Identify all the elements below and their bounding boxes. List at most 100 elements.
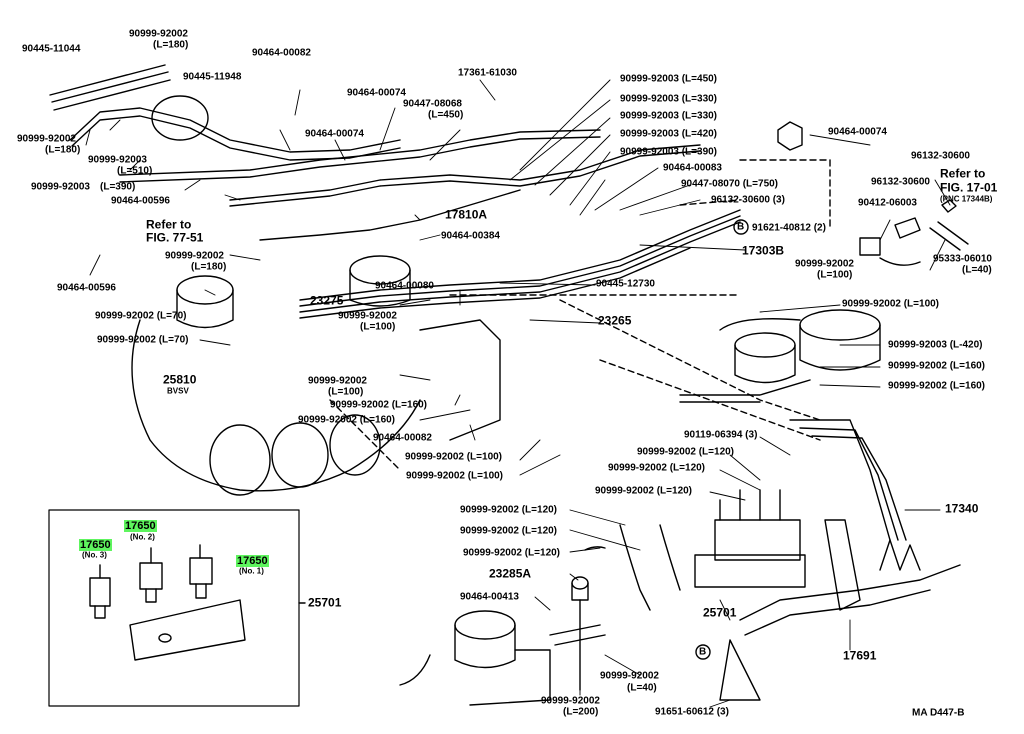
part-90464-00074-a[interactable]: 90464-00074 — [347, 87, 406, 99]
part-90999-92002-l120-e[interactable]: 90999-92002 (L=120) — [460, 525, 558, 537]
part-90999-92002-l100-a[interactable]: 90999-92002 — [795, 258, 854, 270]
part-90447-08068[interactable]: 90447-08068 — [403, 98, 462, 110]
part-90999-92002-l180-b[interactable]: 90999-92002 — [17, 133, 76, 145]
dashed-routing — [329, 159, 831, 471]
part-90464-00082-b[interactable]: 90464-00082 — [373, 432, 432, 444]
part-23265[interactable]: 23265 — [598, 313, 632, 328]
part-90999-92002-l160-c[interactable]: 90999-92002 (L=160) — [330, 399, 428, 411]
part-90999-92002-l180-a[interactable]: 90999-92002 — [129, 28, 188, 40]
part-90999-92002-l120-d[interactable]: 90999-92002 (L=120) — [460, 504, 558, 516]
part-90464-00080[interactable]: 90464-00080 — [375, 280, 434, 292]
part-90999-92002-l70-a[interactable]: 90999-92002 (L=70) — [95, 310, 187, 322]
qty-l450-a: (L=450) — [428, 109, 464, 121]
part-90999-92002-l160-a[interactable]: 90999-92002 (L=160) — [888, 360, 986, 372]
part-25810[interactable]: 25810 — [163, 372, 197, 387]
engine-outline — [131, 255, 501, 496]
part-90999-92002-l160-d[interactable]: 90999-92002 (L=160) — [298, 414, 396, 426]
part-91651-60612[interactable]: 91651-60612 (3) — [655, 706, 729, 718]
part-90464-00413[interactable]: 90464-00413 — [460, 591, 519, 603]
part-90999-92002-l160-b[interactable]: 90999-92002 (L=160) — [888, 380, 986, 392]
part-90412-06003[interactable]: 90412-06003 — [858, 197, 917, 209]
refer-to-fig-77-51-line2[interactable]: FIG. 77-51 — [146, 230, 204, 245]
part-25701-a[interactable]: 25701 — [308, 595, 342, 610]
part-90445-11948[interactable]: 90445-11948 — [183, 71, 242, 83]
part-90119-06394[interactable]: 90119-06394 (3) — [684, 429, 758, 441]
part-90464-00384[interactable]: 90464-00384 — [441, 230, 500, 242]
part-90999-92002-l200[interactable]: 90999-92002 — [541, 695, 600, 707]
qty-l180-c: (L=180) — [191, 261, 227, 273]
vacuum-lines-center — [229, 144, 741, 319]
pnc-17344b: (PNC 17344B) — [940, 194, 993, 204]
part-90999-92002-l100-b[interactable]: 90999-92002 — [338, 310, 397, 322]
part-95333-06010[interactable]: 95333-06010 — [933, 253, 992, 265]
part-90999-92002-l40[interactable]: 90999-92002 — [600, 670, 659, 682]
part-90464-00596-b[interactable]: 90464-00596 — [57, 282, 116, 294]
inset-frame — [48, 509, 300, 707]
leader-lines — [85, 79, 951, 708]
part-90999-92002-l100-c[interactable]: 90999-92002 (L=100) — [842, 298, 940, 310]
part-90999-92003-l390-a[interactable]: 90999-92003 — [31, 181, 90, 193]
part-91621-40812[interactable]: 91621-40812 (2) — [752, 222, 826, 234]
part-90445-11044[interactable]: 90445-11044 — [22, 43, 81, 55]
part-90999-92003-l390[interactable]: 90999-92003 (L=390) — [620, 146, 718, 158]
part-23285a[interactable]: 23285A — [489, 566, 532, 581]
part-90464-00596-a[interactable]: 90464-00596 — [111, 195, 170, 207]
part-17691[interactable]: 17691 — [843, 648, 877, 663]
part-17340[interactable]: 17340 — [945, 501, 979, 516]
part-90464-00074-c[interactable]: 90464-00074 — [828, 126, 887, 138]
inset-part-17650-no3[interactable]: 17650 — [79, 539, 112, 551]
part-90999-92002-l120-a[interactable]: 90999-92002 (L=120) — [637, 446, 735, 458]
part-90999-92002-l120-b[interactable]: 90999-92002 (L=120) — [608, 462, 706, 474]
part-90999-92002-l180-c[interactable]: 90999-92002 — [165, 250, 224, 262]
part-17361-61030[interactable]: 17361-61030 — [458, 67, 517, 79]
part-90999-92002-l100-f[interactable]: 90999-92002 (L=100) — [406, 470, 504, 482]
part-90999-92003-l330-a[interactable]: 90999-92003 (L=330) — [620, 93, 718, 105]
part-90999-92002-l100-e[interactable]: 90999-92002 (L=100) — [405, 451, 503, 463]
inset-part-17650-no2[interactable]: 17650 — [124, 520, 157, 532]
vsv-assembly — [694, 489, 961, 701]
part-17810a[interactable]: 17810A — [445, 207, 488, 222]
qty-l100-d: (L=100) — [328, 386, 364, 398]
part-17303b[interactable]: 17303B — [742, 243, 785, 258]
part-90464-00082-a[interactable]: 90464-00082 — [252, 47, 311, 59]
qty-l40-a: (L=40) — [962, 264, 992, 276]
part-23275[interactable]: 23275 — [310, 293, 344, 308]
part-90464-00074-b[interactable]: 90464-00074 — [305, 128, 364, 140]
part-90999-92002-l120-c[interactable]: 90999-92002 (L=120) — [595, 485, 693, 497]
bvsv-label: BVSV — [167, 386, 189, 396]
part-96132-30600-b[interactable]: 96132-30600 — [871, 176, 930, 188]
refer-to-fig-17-01-line1: Refer to — [940, 166, 986, 181]
qty-l100-a: (L=100) — [817, 269, 853, 281]
refer-to-fig-77-51-line1: Refer to — [146, 217, 192, 232]
part-90999-92002-l120-f[interactable]: 90999-92002 (L=120) — [463, 547, 561, 559]
lower-center-parts — [399, 524, 681, 706]
part-90999-92002-l100-d[interactable]: 90999-92002 — [308, 375, 367, 387]
inset-part-17650-no1[interactable]: 17650 — [236, 555, 269, 567]
part-90464-00083[interactable]: 90464-00083 — [663, 162, 722, 174]
refer-to-fig-17-01-line2[interactable]: FIG. 17-01 — [940, 180, 998, 195]
b-marker-icon — [733, 219, 749, 235]
part-90445-12730[interactable]: 90445-12730 — [596, 278, 655, 290]
qty-l180-b: (L=180) — [45, 144, 81, 156]
qty-l40-b: (L=40) — [627, 682, 657, 694]
part-90999-92003-l420-b[interactable]: 90999-92003 (L-420) — [888, 339, 983, 351]
qty-l200: (L=200) — [563, 706, 599, 718]
top-right-parts — [777, 121, 969, 266]
qty-l100-b: (L=100) — [360, 321, 396, 333]
part-90999-92002-l70-b[interactable]: 90999-92002 (L=70) — [97, 334, 189, 346]
inset-no3-label: (No. 3) — [82, 550, 107, 560]
part-25701-b[interactable]: 25701 — [703, 605, 737, 620]
qty-l180-a: (L=180) — [153, 39, 189, 51]
part-90999-92003-l420[interactable]: 90999-92003 (L=420) — [620, 128, 718, 140]
part-90999-92003-l510[interactable]: 90999-92003 — [88, 154, 147, 166]
part-90999-92003-l450[interactable]: 90999-92003 (L=450) — [620, 73, 718, 85]
part-90447-08070[interactable]: 90447-08070 (L=750) — [681, 178, 779, 190]
inset-vsv-drawings — [89, 544, 246, 661]
part-96132-30600-a[interactable]: 96132-30600 — [911, 150, 970, 162]
part-90999-92003-l330-b[interactable]: 90999-92003 (L=330) — [620, 110, 718, 122]
part-96132-30600-3[interactable]: 96132-30600 (3) — [711, 194, 785, 206]
inset-no2-label: (No. 2) — [130, 532, 155, 542]
b-marker-icon-2 — [695, 644, 711, 660]
qty-l510: (L=510) — [117, 165, 153, 177]
